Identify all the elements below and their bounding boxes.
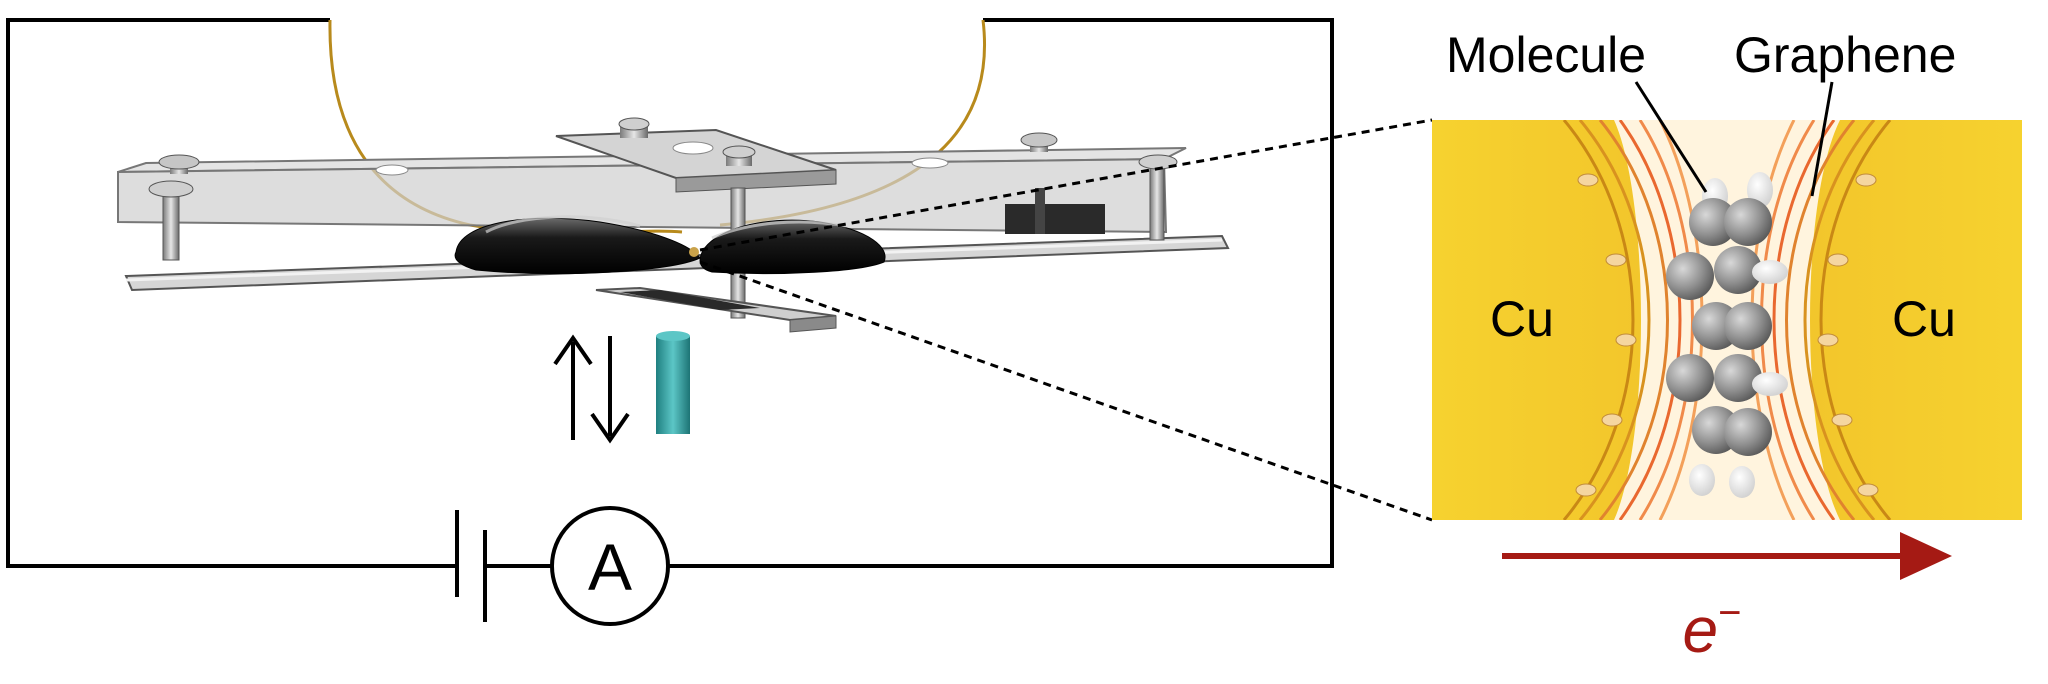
up-down-arrows-icon <box>553 334 630 444</box>
apparatus <box>117 117 1230 434</box>
zoom-callout-lines <box>699 118 1433 522</box>
graphene-label: Graphene <box>1734 27 1956 83</box>
circuit-wires <box>6 18 1334 568</box>
ammeter-symbol-icon: A <box>550 506 670 626</box>
molecule-label: Molecule <box>1446 27 1646 83</box>
zoom-panel: Cu Cu <box>1432 120 2022 520</box>
electron-letter: e <box>1683 594 1719 666</box>
electron-flow-arrow <box>1502 532 1952 580</box>
ammeter-label: A <box>588 530 632 604</box>
battery-symbol-icon <box>455 510 487 622</box>
electron-symbol-label: e− <box>1683 591 1742 666</box>
electrode-left-label: Cu <box>1490 291 1554 347</box>
electron-charge: − <box>1718 591 1741 635</box>
molecule-model <box>1666 172 1788 498</box>
electrode-right-label: Cu <box>1892 291 1956 347</box>
corner-screws <box>148 132 1178 261</box>
label-pointer-lines <box>1634 81 1834 197</box>
graphene-bead-chains <box>1575 173 1879 497</box>
piezo-actuator <box>656 331 690 434</box>
right-droplet <box>699 219 886 275</box>
graphene-strands <box>1562 120 1892 520</box>
